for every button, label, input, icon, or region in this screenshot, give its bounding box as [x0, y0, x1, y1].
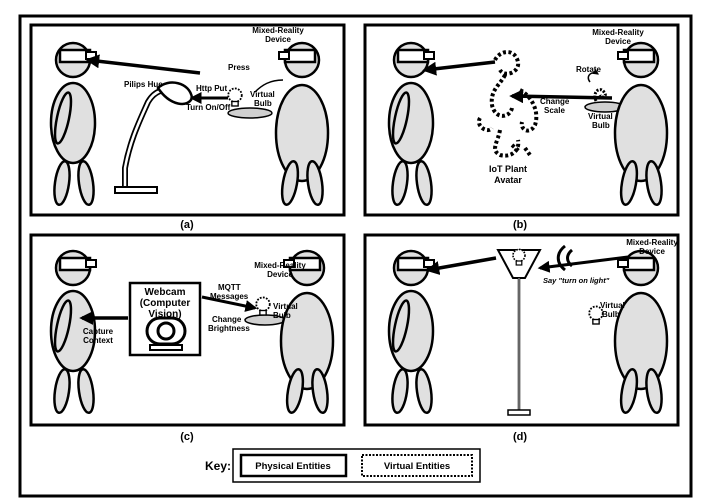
- panel-d-frame: [363, 233, 680, 427]
- key-physical-box: [239, 453, 348, 478]
- physical-user-d: [387, 249, 436, 416]
- webcam-label-2: (Computer: [140, 298, 191, 309]
- outer-frame: [18, 14, 693, 498]
- arrow-change-scale: [509, 89, 613, 104]
- panel-c-frame: [29, 233, 346, 427]
- physical-user-a: [49, 41, 98, 208]
- caption-b: (b): [513, 219, 527, 231]
- avatar-label-2: Avatar: [494, 175, 522, 185]
- virtual-plant-b: [593, 88, 607, 102]
- virtual-bulb-label-a-2: Bulb: [254, 99, 272, 108]
- virtual-bulb-label-b-2: Bulb: [592, 121, 610, 130]
- panel-d: Mixed-Reality Device Say "turn on light"…: [363, 233, 680, 427]
- lamp-label: Pilips Hue: [124, 80, 163, 89]
- virtual-bulb-label-d-2: Bulb: [602, 310, 620, 319]
- device-label-a-2: Device: [265, 35, 291, 44]
- brightness-label-2: Brightness: [208, 324, 250, 333]
- floor-lamp: [496, 249, 542, 416]
- mixed-reality-user-a: [274, 41, 330, 208]
- arrow-to-user-d: [425, 256, 497, 275]
- turn-on-off-label: Turn On/Off: [186, 103, 231, 112]
- capture-label-1: Capture: [83, 327, 114, 336]
- caption-d: (d): [513, 431, 527, 443]
- key-label: Key:: [205, 459, 231, 473]
- device-label-c-2: Device: [267, 270, 293, 279]
- change-scale-label-2: Scale: [544, 106, 565, 115]
- change-scale-label-1: Change: [540, 97, 570, 106]
- virtual-bulb-label-c-1: Virtual: [273, 302, 298, 311]
- arrow-to-user-b: [422, 60, 496, 76]
- http-put-label: Http Put: [196, 84, 227, 93]
- virtual-bulb-label-a-1: Virtual: [250, 90, 275, 99]
- rotate-label: Rotate: [576, 65, 601, 74]
- device-label-b-2: Device: [605, 37, 631, 46]
- virtual-bulb-c: [255, 296, 271, 316]
- virtual-bulb-label-d-1: Virtual: [600, 301, 625, 310]
- mixed-reality-user-b: [613, 41, 669, 208]
- device-label-d-1: Mixed-Reality: [626, 238, 678, 247]
- rotate-gesture: [587, 68, 599, 83]
- webcam-label-1: Webcam: [145, 287, 186, 298]
- panel-b: Mixed-Reality Device Rotate Change Scale…: [363, 23, 680, 217]
- webcam-icon: [145, 316, 187, 351]
- virtual-bulb-label-c-2: Bulb: [273, 311, 291, 320]
- device-label-d-2: Device: [639, 247, 665, 256]
- philips-hue-lamp: [114, 81, 194, 194]
- virtual-bulb-label-b-1: Virtual: [588, 112, 613, 121]
- webcam-label-3: Vision): [148, 309, 181, 320]
- caption-a: (a): [180, 219, 194, 231]
- key-virtual-box: [361, 454, 473, 477]
- device-label-c-1: Mixed-Reality: [254, 261, 306, 270]
- caption-c: (c): [180, 431, 194, 443]
- panel-b-frame: [363, 23, 680, 217]
- panel-a-frame: [29, 23, 346, 217]
- arrow-voice-command: [537, 255, 629, 273]
- arrow-mqtt: [201, 295, 258, 312]
- capture-label-2: Context: [83, 336, 113, 345]
- mqtt-label-2: Messages: [210, 292, 249, 301]
- panel-a: Pilips Hue Mixed-Reality Device Press Ht…: [29, 23, 346, 217]
- brightness-label-1: Change: [212, 315, 242, 324]
- panel-c: Webcam (Computer Vision) MQTT Messages C…: [29, 233, 346, 427]
- arrow-to-user-a: [85, 54, 201, 75]
- press-label: Press: [228, 63, 250, 72]
- mixed-reality-user-d: [613, 249, 669, 416]
- iot-plant-avatar: [476, 50, 539, 158]
- key-virtual-label: Virtual Entities: [384, 461, 450, 472]
- mqtt-label-1: MQTT: [218, 283, 241, 292]
- device-label-a-1: Mixed-Reality: [252, 26, 304, 35]
- legend-key: Key: Physical Entities Virtual Entities: [205, 448, 481, 483]
- avatar-label-1: IoT Plant: [489, 164, 527, 174]
- physical-user-b: [387, 41, 436, 208]
- sound-waves-icon: [556, 244, 574, 272]
- virtual-bulb-tray-a: [227, 107, 273, 119]
- key-physical-label: Physical Entities: [255, 461, 331, 472]
- press-gesture: [254, 79, 284, 93]
- say-command-label: Say "turn on light": [543, 276, 610, 285]
- device-label-b-1: Mixed-Reality: [592, 28, 644, 37]
